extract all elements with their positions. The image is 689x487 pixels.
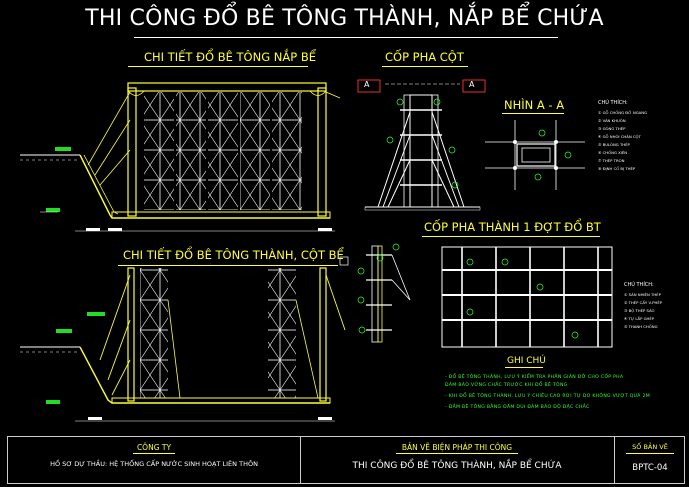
sheet-label-underline: [626, 453, 674, 454]
legend-item: ④ TỰ LẮP GHÉP: [624, 316, 655, 321]
note-line: - ĐẦM BÊ TÔNG BẰNG ĐẦM DÙI ĐẢM BẢO ĐỘ ĐẶ…: [445, 405, 590, 410]
title-block: CÔNG TY HỒ SƠ DỰ THẦU: HỆ THỐNG CẤP NƯỚC…: [7, 436, 685, 484]
drawing-label: BẢN VẼ BIỆN PHÁP THI CÔNG: [401, 443, 513, 452]
legend-item: ⑤ BULÔNG THÉP: [598, 142, 630, 147]
note-line: - ĐỔ BÊ TÔNG THÀNH, LƯU Ý KIỂM TRA PHẦN …: [445, 375, 624, 380]
legend-item: ② VÁN KHUÔN: [598, 118, 626, 123]
section-mark-right: A: [469, 80, 475, 89]
divider: [300, 437, 301, 483]
legend-item: ⑦ THÉP TRÒN: [598, 158, 625, 163]
sheet-label: SỐ BẢN VẼ: [632, 443, 668, 451]
section-underline: [502, 113, 564, 114]
section-underline: [128, 66, 308, 67]
section-underline: [118, 265, 338, 266]
section-underline: [382, 66, 468, 67]
title-block-company: CÔNG TY HỒ SƠ DỰ THẦU: HỆ THỐNG CẤP NƯỚC…: [8, 437, 300, 483]
view-aa-drawing: [485, 120, 585, 190]
note-line: - KHI ĐỔ BÊ TÔNG THÀNH, LƯU Ý CHIỀU CAO …: [445, 394, 650, 399]
sheet-value: BPTC-04: [632, 463, 668, 473]
legend-heading: CHÚ THÍCH:: [624, 282, 654, 288]
legend-item: ① GỖ CHỐNG ĐỠ NGANG: [598, 110, 648, 115]
legend-item: ⑧ ĐỊNH CỐ BỊ THÉP: [598, 166, 636, 171]
section-title-wall-column-detail: CHI TIẾT ĐỔ BÊ TÔNG THÀNH, CỘT BỂ: [123, 248, 344, 262]
wall-column-detail-drawing: [20, 256, 349, 422]
page-title: THI CÔNG ĐỔ BÊ TÔNG THÀNH, NẮP BỂ CHỨA: [85, 6, 604, 31]
legend-item: ② THÉP CẤY V-PHÊP: [624, 300, 663, 305]
section-title-roof-detail: CHI TIẾT ĐỔ BÊ TÔNG NẮP BỂ: [144, 50, 316, 64]
section-title-wall-formwork: CỐP PHA THÀNH 1 ĐỢT ĐỔ BT: [424, 220, 601, 234]
legend-item: ③ BỘ THÉP SÀO: [624, 308, 655, 313]
section-title-view-aa: NHÌN A - A: [504, 98, 565, 112]
legend-bottom: CHÚ THÍCH: ① SÀN NHIÊN THÉP ② THÉP CẤY V…: [624, 282, 686, 329]
company-label-underline: [133, 453, 175, 454]
drawing-value: THI CÔNG ĐỔ BÊ TÔNG THÀNH, NẮP BỂ CHỨA: [352, 461, 562, 471]
section-title-column-formwork: CỐP PHA CỘT: [385, 50, 464, 64]
notes-underline: [505, 367, 543, 368]
section-mark-left: A: [364, 80, 370, 89]
company-value: HỒ SƠ DỰ THẦU: HỆ THỐNG CẤP NƯỚC SINH HO…: [50, 460, 258, 468]
title-block-sheet: SỐ BẢN VẼ BPTC-04: [614, 437, 686, 483]
title-block-drawing: BẢN VẼ BIỆN PHÁP THI CÔNG THI CÔNG ĐỔ BÊ…: [300, 437, 614, 483]
legend-top: CHÚ THÍCH: ① GỖ CHỐNG ĐỠ NGANG ② VÁN KHU…: [598, 100, 678, 171]
title-underline: [134, 37, 558, 38]
roof-detail-drawing: [20, 82, 341, 232]
legend-item: ③ GÔNG THÉP: [598, 126, 626, 131]
column-formwork-drawing: [357, 79, 486, 211]
legend-item: ⑥ CHỐNG XIÊN: [598, 150, 628, 155]
company-label: CÔNG TY: [136, 443, 172, 452]
drawing-label-underline: [396, 453, 518, 454]
legend-item: ① SÀN NHIÊN THÉP: [624, 292, 661, 297]
note-line: ĐẢM BẢO VỮNG CHẮC TRƯỚC KHI ĐỔ BÊ TÔNG: [445, 383, 568, 388]
wall-formwork-drawing: [357, 243, 613, 348]
divider: [614, 437, 615, 483]
legend-item: ⑤ THANH CHỐNG: [624, 324, 658, 329]
notes-heading: GHI CHÚ: [507, 356, 546, 366]
legend-item: ④ GỖ NHÓI CHÂN CỘT: [598, 134, 641, 139]
legend-heading: CHÚ THÍCH:: [598, 100, 628, 106]
section-underline: [422, 236, 600, 237]
